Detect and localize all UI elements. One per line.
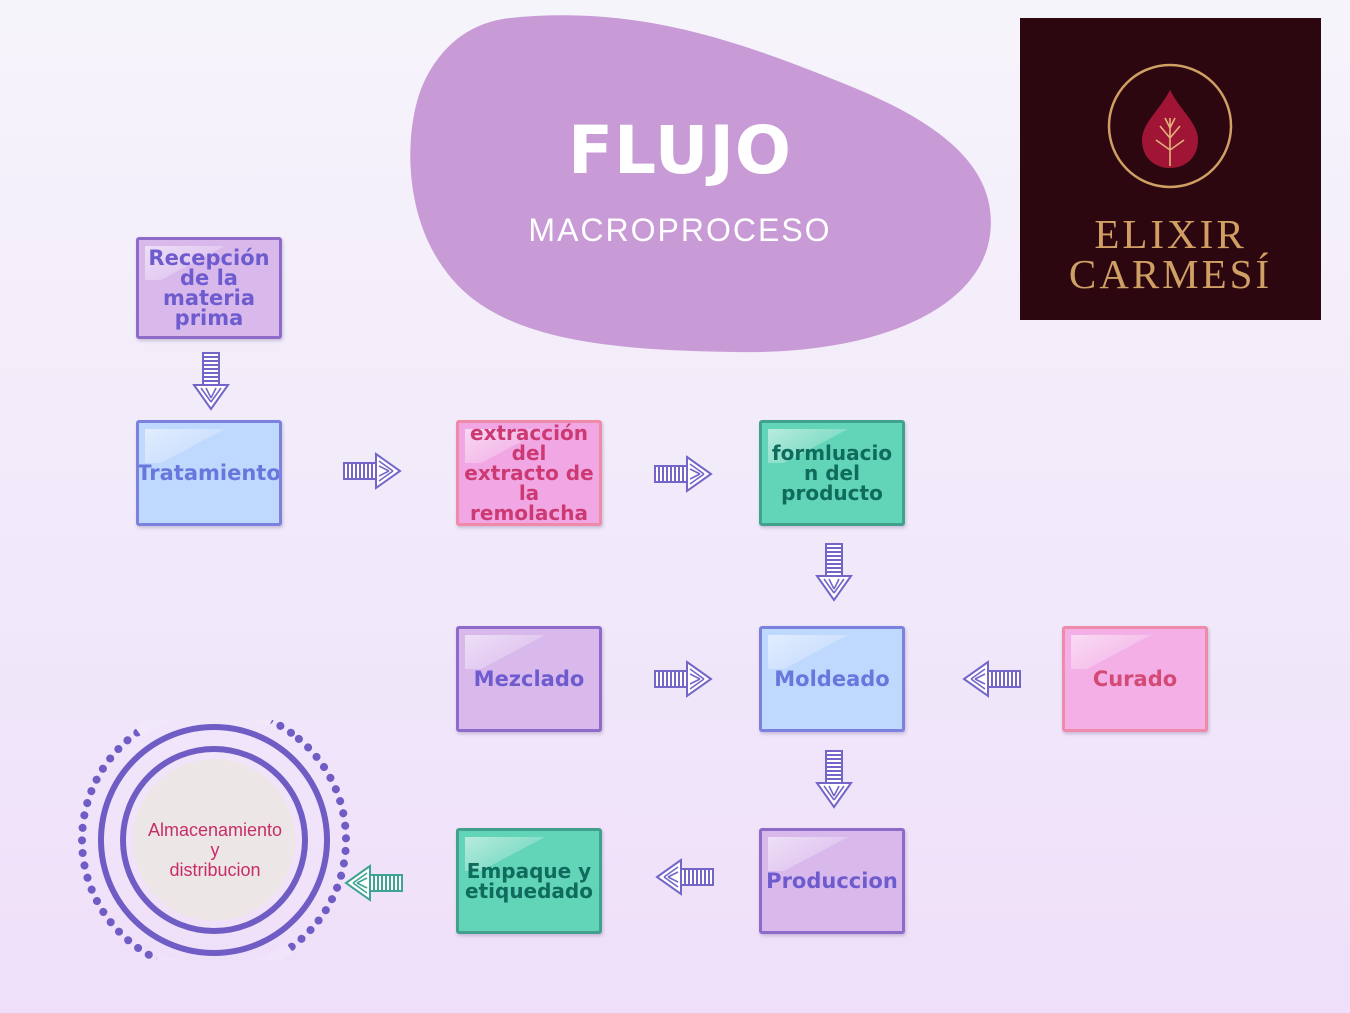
arrow-left-icon	[963, 661, 1021, 697]
arrow-right-icon	[343, 453, 401, 489]
brand-logo: ELIXIR CARMESÍ	[1020, 18, 1321, 320]
arrow-left-teal-icon	[344, 864, 403, 902]
step-tratamiento: Tratamiento	[136, 420, 282, 526]
step-moldeado: Moldeado	[759, 626, 905, 732]
step-empaque: Empaque y etiquedado	[456, 828, 602, 934]
diagram-title: FLUJO	[567, 112, 793, 189]
drop-emblem-icon	[1107, 63, 1233, 189]
step-formulacion-label: formluacio n del producto	[771, 441, 893, 505]
step-empaque-label: Empaque y etiquedado	[465, 859, 593, 903]
arrow-down-icon	[816, 750, 852, 808]
arrow-right-icon	[654, 456, 712, 492]
final-step-line1: Almacenamiento	[147, 820, 283, 840]
step-extraccion: extracción del extracto de la remolacha	[456, 420, 602, 526]
step-extraccion-label: extracción del extracto de la remolacha	[464, 421, 594, 525]
step-formulacion: formluacio n del producto	[759, 420, 905, 526]
arrow-right-icon	[654, 661, 712, 697]
brand-name-line1: ELIXIR	[1094, 211, 1247, 257]
arrow-left-icon	[656, 859, 714, 895]
step-moldeado-label: Moldeado	[774, 667, 890, 691]
arrow-down-icon	[816, 543, 852, 601]
step-curado-label: Curado	[1092, 667, 1178, 691]
step-curado: Curado	[1062, 626, 1208, 732]
arrow-down-icon	[193, 352, 229, 410]
step-produccion: Produccion	[759, 828, 905, 934]
brand-name: ELIXIR CARMESÍ	[1020, 211, 1321, 297]
step-tratamiento-label: Tratamiento	[137, 461, 281, 485]
final-step-line3: distribucion	[169, 860, 261, 880]
brand-name-line2: CARMESÍ	[1068, 251, 1273, 297]
final-step-label: Almacenamiento y distribucion	[132, 820, 298, 880]
step-produccion-label: Produccion	[766, 869, 898, 893]
step-mezclado: Mezclado	[456, 626, 602, 732]
step-recepcion-label: Recepción de la materia prima	[148, 246, 270, 330]
diagram-subtitle: MACROPROCESO	[528, 212, 832, 248]
final-step-circle	[76, 720, 352, 960]
final-step-line2: y	[210, 840, 220, 860]
step-mezclado-label: Mezclado	[473, 667, 585, 691]
title-blob	[410, 15, 991, 353]
step-recepcion: Recepción de la materia prima	[136, 237, 282, 339]
